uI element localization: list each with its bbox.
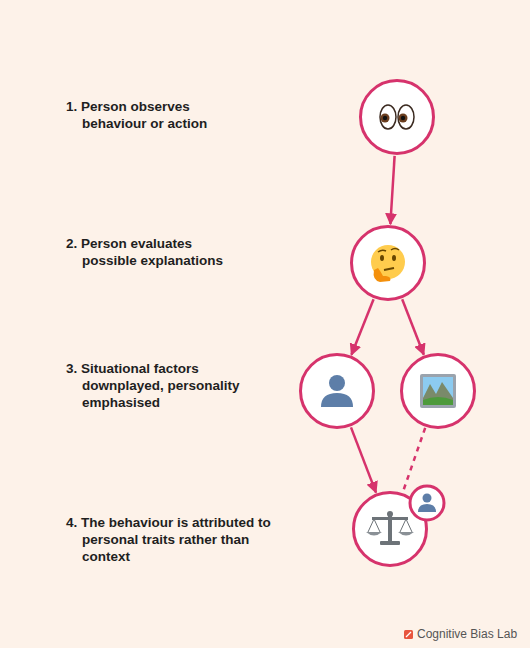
meadow xyxy=(423,397,453,405)
watermark-text: Cognitive Bias Lab xyxy=(417,627,517,641)
picture-frame xyxy=(420,374,456,408)
flow-connector xyxy=(390,156,394,224)
mouth xyxy=(384,268,394,270)
scale-string xyxy=(400,519,412,532)
scale-pivot xyxy=(387,511,393,517)
step-text: 4. The behaviour is attributed to person… xyxy=(66,514,281,565)
person-icon xyxy=(321,375,353,407)
scale-string xyxy=(368,519,380,532)
eyebrow xyxy=(391,249,399,251)
iris xyxy=(381,114,390,123)
flow-connector xyxy=(351,299,373,355)
thinking-face-icon xyxy=(371,245,405,282)
step-circle: 2. Person evaluates possible explanation… xyxy=(350,225,426,301)
face-eye xyxy=(380,255,384,261)
scale-base xyxy=(380,541,400,545)
person-head xyxy=(329,375,345,391)
hand xyxy=(374,268,391,282)
step-text: 2. Person evaluates possible explanation… xyxy=(66,235,231,269)
eye xyxy=(380,105,396,129)
eyes-icon xyxy=(380,105,414,129)
logo-mark xyxy=(404,630,413,639)
person-head xyxy=(423,494,432,503)
watermark-logo xyxy=(404,630,413,639)
person-body xyxy=(321,393,353,407)
pupil xyxy=(401,116,405,120)
step-circle xyxy=(400,353,476,429)
iris xyxy=(399,114,408,123)
flow-connector xyxy=(402,299,424,354)
mountain xyxy=(423,382,453,405)
eye xyxy=(398,105,414,129)
flow-connector xyxy=(351,427,376,492)
badge-circle xyxy=(410,486,444,520)
face xyxy=(371,245,405,279)
scale-pan xyxy=(366,532,382,536)
person-badge xyxy=(410,486,444,520)
sky xyxy=(423,377,453,405)
person-body xyxy=(418,504,436,512)
face-eye xyxy=(392,255,396,261)
step-circle: 1. Person observes behaviour or action xyxy=(359,79,435,155)
balance-scale-icon xyxy=(366,511,414,545)
scale-beam xyxy=(372,517,408,520)
step-text: 1. Person observes behaviour or action xyxy=(66,98,226,132)
pupil xyxy=(383,116,387,120)
scale-post xyxy=(388,514,392,542)
flow-connector xyxy=(403,428,425,492)
scale-pan xyxy=(398,532,414,536)
step-text: 3. Situational factors downplayed, perso… xyxy=(66,360,266,411)
step-circle: 4. The behaviour is attributed to person… xyxy=(352,491,428,567)
logo-stroke xyxy=(406,632,411,637)
step-circle: 3. Situational factors downplayed, perso… xyxy=(299,353,375,429)
landscape-icon xyxy=(420,374,456,408)
eyebrow xyxy=(378,250,386,252)
